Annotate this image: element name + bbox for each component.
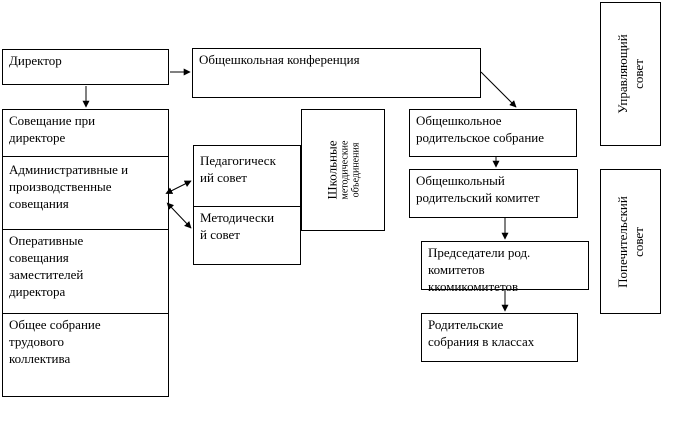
general-assembly-cell: Общее собрание трудового коллектива <box>3 313 168 396</box>
councils-stack: Педагогическ ий совет Методически й сове… <box>193 145 301 265</box>
conference-box: Общешкольная конференция <box>192 48 481 98</box>
chairs-committees-box: Председатели род. комитетов ккомикомитет… <box>421 241 589 294</box>
parent-assembly-box: Общешкольное родительское собрание <box>409 109 577 157</box>
director-box: Директор <box>2 49 169 85</box>
conference-label: Общешкольная конференция <box>199 52 360 67</box>
ped-council-cell: Педагогическ ий совет <box>200 153 276 185</box>
governing-council-box: Управляющий совет <box>600 2 661 146</box>
trustee-council-box: Попечительский совет <box>600 169 661 314</box>
parent-committee-box: Общешкольный родительский комитет <box>409 169 578 218</box>
arrow-admin-method-bidir <box>166 202 192 229</box>
arrow-admin-ped-bidir <box>165 180 192 194</box>
operative-meetings-cell: Оперативные совещания заместителей дирек… <box>3 229 168 313</box>
left-column-stack: Административные и производственные сове… <box>2 157 169 397</box>
arrow-conference-to-parent-assembly <box>480 71 517 108</box>
method-council-cell: Методически й совет <box>194 206 300 265</box>
director-label: Директор <box>9 53 62 68</box>
school-method-assoc-box: Школьные методические объединения <box>301 109 385 231</box>
admin-meetings-cell: Административные и производственные сове… <box>9 162 129 211</box>
meeting-director-box: Совещание при директоре <box>2 109 169 157</box>
class-parent-meetings-box: Родительские собрания в классах <box>421 313 578 362</box>
meeting-director-label: Совещание при директоре <box>9 113 96 145</box>
